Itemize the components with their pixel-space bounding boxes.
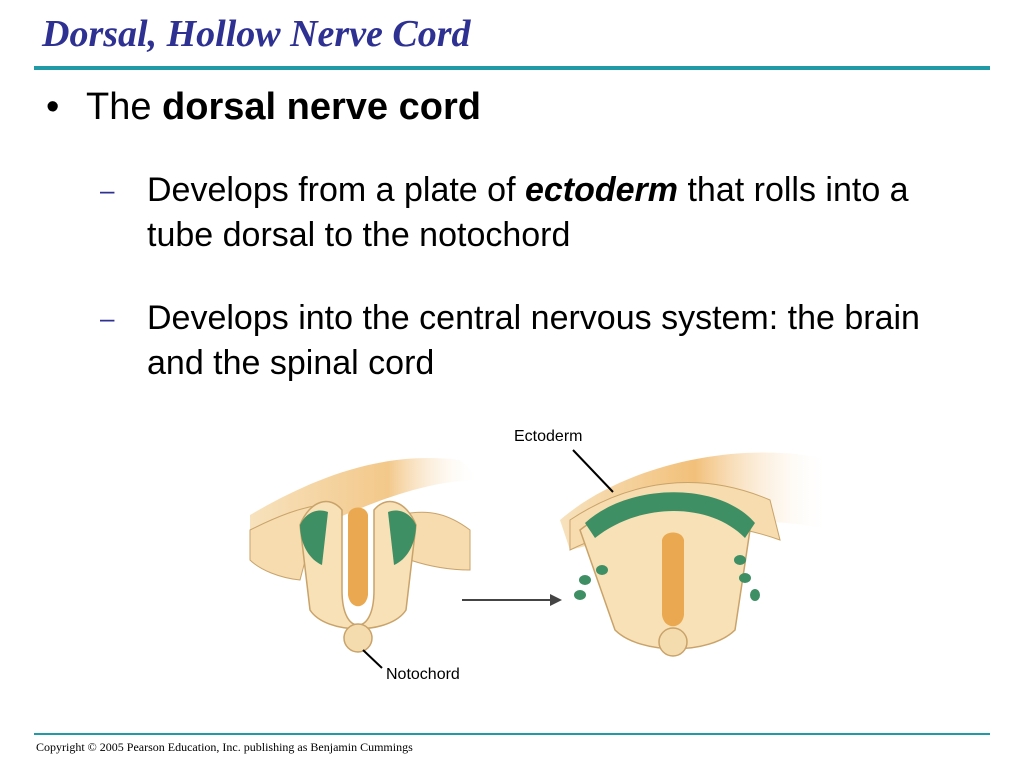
sub-bullet-dash: – [100,175,115,205]
sub-bullet-dash: – [100,303,115,333]
title-divider [34,66,990,70]
stage-neural-groove [249,458,480,653]
notochord-leader-line [362,649,383,669]
label-notochord: Notochord [386,666,460,683]
sub1-emphasis: ectoderm [524,171,679,209]
slide-title: Dorsal, Hollow Nerve Cord [42,13,471,55]
bullet-main: • The dorsal nerve cord [46,86,481,129]
arrow-right [462,594,562,606]
label-ectoderm: Ectoderm [514,428,583,445]
footer-divider [34,733,990,735]
bullet-prefix: The [86,86,163,128]
bullet-dot: • [46,86,60,128]
neural-tube-illustration [249,449,830,669]
sub1-before: Develops from a plate of [147,171,525,209]
ectoderm-leader-line [572,449,614,493]
bullet-bold-term: dorsal nerve cord [162,86,481,128]
sub-bullet-1-text: Develops from a plate of ectoderm that r… [147,168,977,258]
sub1-after: that rolls into a tube dorsal to the not… [147,171,909,254]
stage-neural-tube [560,452,830,657]
copyright-text: Copyright © 2005 Pearson Education, Inc.… [36,740,413,754]
sub-bullet-2-text: Develops into the central nervous system… [147,299,920,382]
neural-tube-figure: Ectoderm Notochord [230,420,850,700]
